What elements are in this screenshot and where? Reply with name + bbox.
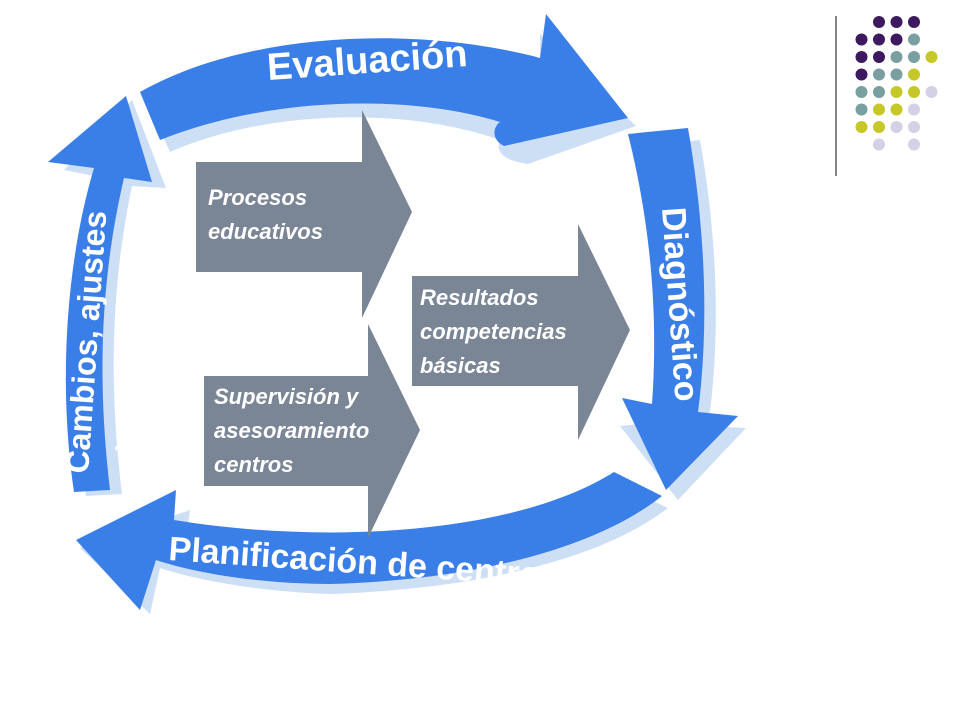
decorative-dot [873, 33, 885, 46]
decorative-dot [890, 16, 903, 28]
decorative-dot [890, 33, 903, 46]
planificacion-arrow [76, 472, 662, 610]
decorative-dot [890, 86, 903, 98]
decorative-dot [908, 51, 920, 63]
resultados-line2: competencias [420, 319, 567, 344]
procesos-arrow-box [196, 110, 412, 318]
decorative-dot [873, 51, 885, 63]
supervision-line1: Supervisión y [214, 384, 360, 409]
decorative-dot [908, 68, 920, 81]
decorative-dot [908, 138, 920, 151]
supervision-arrow-box [204, 324, 420, 538]
decorative-dot [855, 68, 868, 81]
decorative-dot [855, 86, 868, 98]
cambios-arrow [48, 96, 152, 492]
decorative-dot [908, 121, 920, 133]
decorative-dot-grid [855, 16, 938, 151]
decorative-dot [925, 86, 938, 98]
decorative-dot [873, 138, 885, 151]
supervision-line2: asesoramiento [214, 418, 369, 443]
supervision-line3: centros [214, 452, 293, 477]
decorative-dot [908, 103, 920, 116]
diagnostico-arrow [622, 128, 738, 490]
resultados-arrow-box [412, 224, 630, 440]
decorative-dot [925, 51, 938, 63]
decorative-dot [855, 121, 868, 133]
decorative-dot [908, 16, 920, 28]
decorative-dot [873, 68, 885, 81]
decorative-dot [855, 51, 868, 63]
decorative-dot [873, 121, 885, 133]
evaluacion-arrow [140, 14, 628, 146]
decorative-dot [855, 103, 868, 116]
decorative-dot [908, 33, 920, 46]
decorative-dot [873, 103, 885, 116]
procesos-line1: Procesos [208, 185, 307, 210]
decorative-dot [890, 51, 903, 63]
decorative-dot [890, 68, 903, 81]
resultados-line1: Resultados [420, 285, 539, 310]
procesos-line2: educativos [208, 219, 323, 244]
decorative-dot [873, 16, 885, 28]
decorative-dot [890, 103, 903, 116]
decorative-dot [890, 121, 903, 133]
decorative-dot [908, 86, 920, 98]
resultados-line3: básicas [420, 353, 501, 378]
decorative-dot [873, 86, 885, 98]
decorative-dot [855, 33, 868, 46]
cycle-arrows [48, 14, 738, 610]
